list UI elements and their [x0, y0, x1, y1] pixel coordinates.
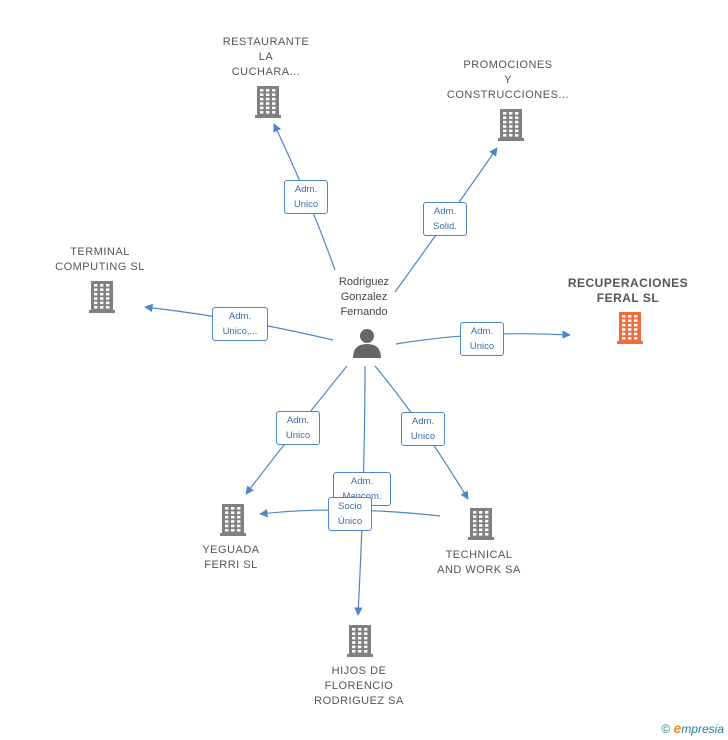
person-name[interactable]: Rodriguez Gonzalez Fernando	[338, 276, 390, 318]
company-label-restaurante[interactable]: RESTAURANTE LA CUCHARA...	[222, 36, 310, 78]
company-label-yeguada[interactable]: YEGUADA FERRI SL	[202, 544, 260, 571]
edge-label-terminal[interactable]: Adm. Unico,...	[212, 307, 268, 341]
company-label-recuperaciones[interactable]: RECUPERACIONES FERAL SL	[567, 276, 689, 305]
edge-label-yeguada[interactable]: Adm. Unico	[276, 411, 320, 445]
edge-label-technical[interactable]: Adm. Unico	[401, 412, 445, 446]
edge-label-hijos[interactable]: Socio Único	[328, 497, 372, 531]
building-icon-yeguada[interactable]	[220, 504, 246, 536]
empresia-footer: © empresia	[661, 720, 724, 736]
person-icon[interactable]	[353, 329, 381, 358]
edge-label-restaurante[interactable]: Adm. Unico	[284, 180, 328, 214]
building-icon-technical[interactable]	[468, 508, 494, 540]
company-label-promociones[interactable]: PROMOCIONES Y CONSTRUCCIONES...	[446, 59, 570, 101]
building-icon-recuperaciones[interactable]	[617, 312, 643, 344]
empresia-logo-initial: e	[673, 720, 682, 736]
copyright-symbol: ©	[661, 722, 671, 736]
company-label-terminal[interactable]: TERMINAL COMPUTING SL	[55, 246, 145, 273]
building-icon-hijos[interactable]	[347, 625, 373, 657]
building-icon-promociones[interactable]	[498, 109, 524, 141]
building-icon-restaurante[interactable]	[255, 86, 281, 118]
company-label-hijos[interactable]: HIJOS DE FLORENCIO RODRIGUEZ SA	[314, 665, 404, 707]
edge-label-recuperaciones[interactable]: Adm. Unico	[460, 322, 504, 356]
company-label-technical[interactable]: TECHNICAL AND WORK SA	[437, 549, 521, 576]
empresia-logo-text: mpresia	[681, 722, 724, 736]
building-icon-terminal[interactable]	[89, 281, 115, 313]
edge-label-promociones[interactable]: Adm. Solid.	[423, 202, 467, 236]
